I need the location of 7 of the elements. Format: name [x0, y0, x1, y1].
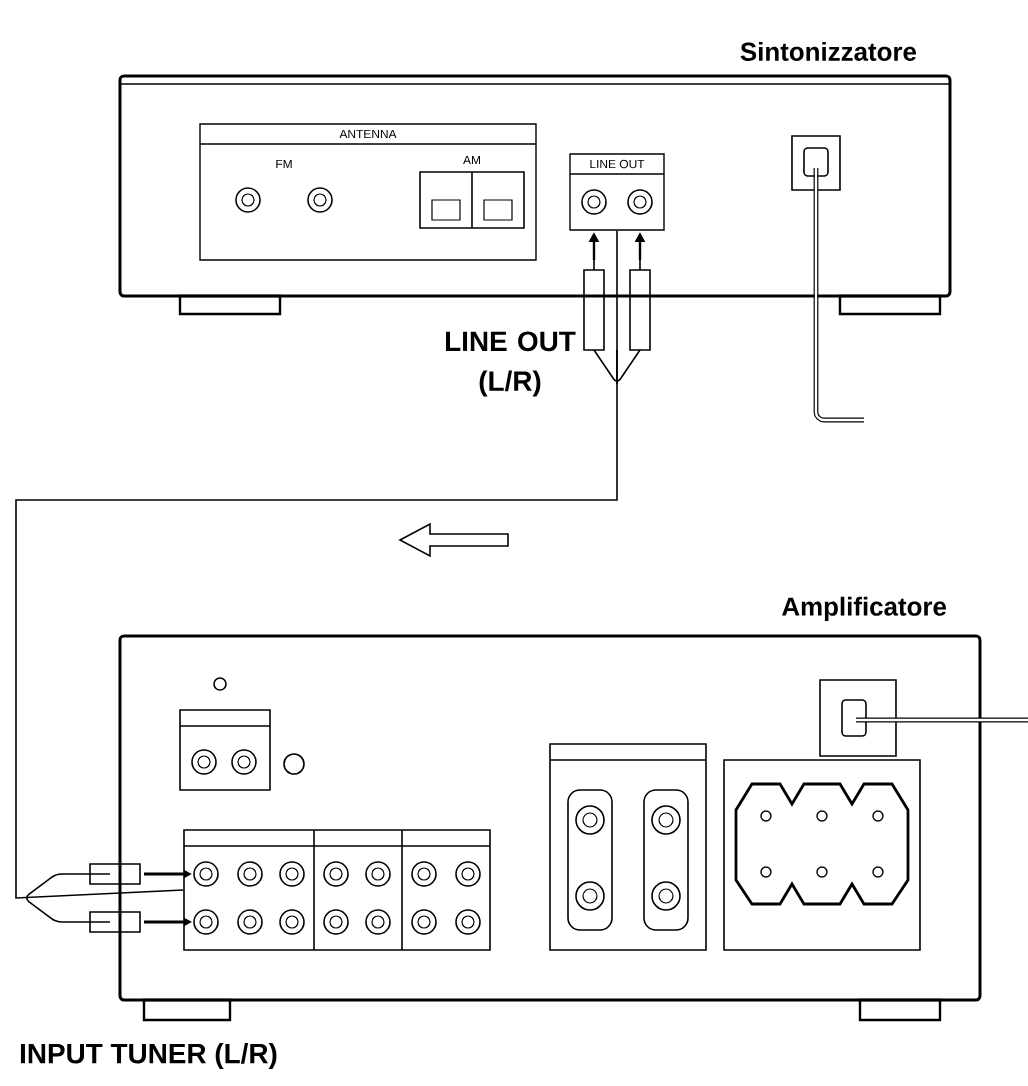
jack-panel — [183, 829, 491, 951]
cable — [15, 229, 618, 899]
node-label: Amplificatore — [782, 596, 947, 621]
connector-label: LINE OUT (L/R) — [446, 331, 576, 397]
connector-label: INPUT TUNER (L/R) — [20, 1043, 277, 1069]
device-panel: Amplificatore — [118, 596, 982, 1002]
node-label: Sintonizzatore — [740, 41, 917, 61]
